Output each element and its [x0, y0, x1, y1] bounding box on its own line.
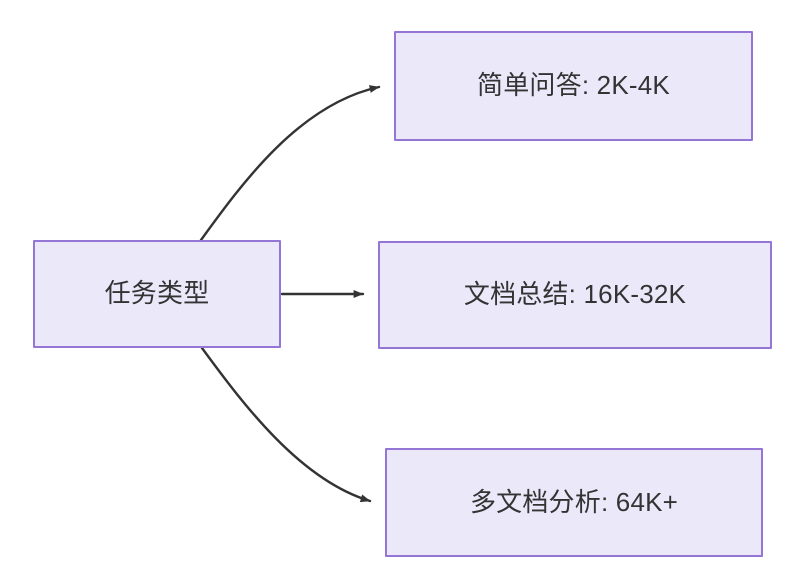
node-multi-doc-label: 多文档分析: 64K+ — [469, 486, 679, 517]
node-task-type[interactable]: 任务类型 — [33, 240, 281, 348]
node-multi-doc[interactable]: 多文档分析: 64K+ — [385, 448, 763, 557]
node-doc-summary-label: 文档总结: 16K-32K — [463, 279, 687, 310]
node-simple-qa[interactable]: 简单问答: 2K-4K — [394, 31, 753, 141]
edge-root-to-multi-doc — [200, 346, 372, 503]
node-task-type-label: 任务类型 — [104, 278, 210, 309]
edge-root-to-simple-qa — [199, 85, 381, 242]
node-simple-qa-label: 简单问答: 2K-4K — [477, 70, 670, 101]
node-doc-summary[interactable]: 文档总结: 16K-32K — [378, 241, 772, 349]
